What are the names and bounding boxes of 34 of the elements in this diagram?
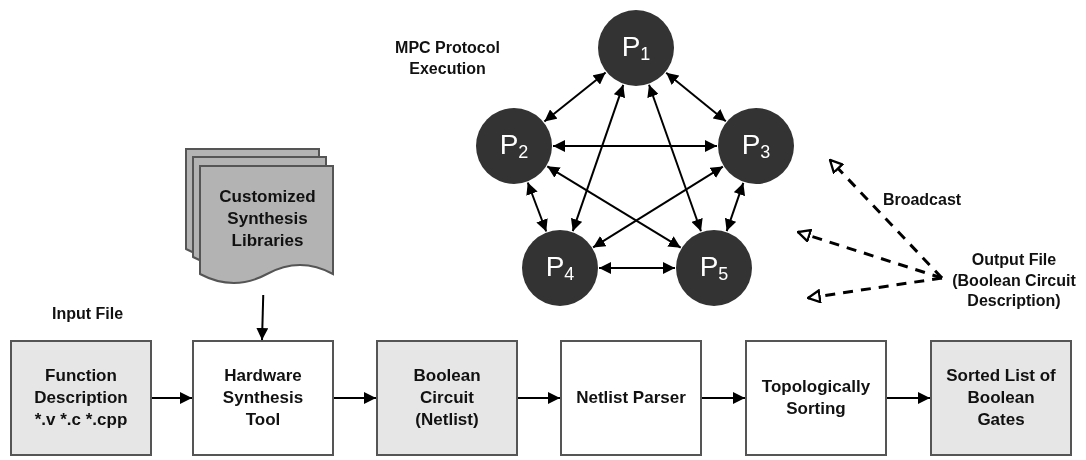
arrow [724,181,746,233]
process-box: Sorted List of Boolean Gates [930,340,1072,456]
arrow [701,392,746,404]
party-circle: P$_{1}$ [598,10,674,86]
arrow [592,165,724,249]
arrow [517,392,561,404]
process-box: Netlist Parser [560,340,702,456]
note-text: MPC Protocol Execution [394,38,501,79]
arrow [886,392,931,404]
process-box: Function Description *.v *.c *.cpp [10,340,152,456]
note-text: Input File [50,304,125,324]
arrow [665,71,727,123]
party-circle: P$_{3}$ [718,108,794,184]
arrow [796,228,943,280]
party-circle: P$_{4}$ [522,230,598,306]
arrow [598,262,676,274]
party-circle: P$_{2}$ [476,108,552,184]
note-text: Broadcast [881,190,963,210]
arrow [571,83,625,233]
party-circle: P$_{5}$ [676,230,752,306]
process-box: Topologically Sorting [745,340,887,456]
arrow [806,276,943,304]
arrow [256,294,269,341]
arrow [333,392,377,404]
arrow [546,165,682,249]
arrow [828,158,944,280]
arrow [151,392,193,404]
output-file-text: Output File (Boolean Circuit Description) [945,238,1083,324]
arrow [526,181,548,233]
arrow [647,83,703,233]
process-box: Boolean Circuit (Netlist) [376,340,518,456]
arrow [552,140,718,152]
arrow [543,71,607,123]
process-box: Hardware Synthesis Tool [192,340,334,456]
